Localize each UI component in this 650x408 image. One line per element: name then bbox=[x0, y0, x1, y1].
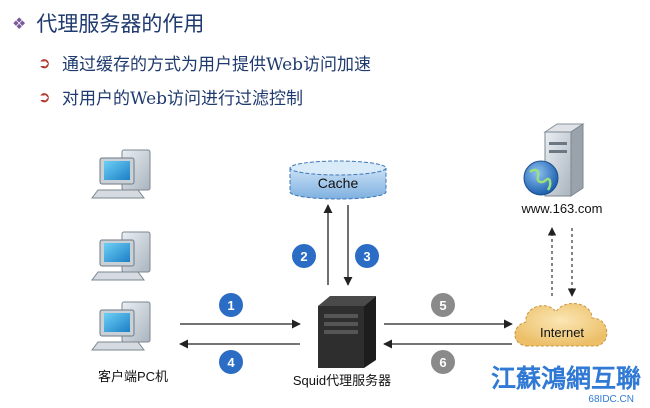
arrow-bullet-icon: ➲ bbox=[38, 87, 51, 106]
svg-text:68IDC.CN: 68IDC.CN bbox=[588, 394, 634, 405]
bullet-item: ➲ 通过缓存的方式为用户提供Web访问加速 bbox=[38, 50, 372, 76]
svg-text:2: 2 bbox=[300, 249, 307, 264]
svg-text:3: 3 bbox=[363, 249, 370, 264]
step-3-badge: 3 bbox=[355, 244, 379, 268]
bullet-text: 对用户的Web访问进行过滤控制 bbox=[62, 89, 304, 109]
diamond-bullet-icon: ❖ bbox=[12, 13, 27, 33]
svg-text:江蘇鴻網互聯: 江蘇鴻網互聯 bbox=[491, 364, 641, 393]
cache-label: Cache bbox=[318, 175, 359, 191]
client-label: 客户端PC机 bbox=[98, 369, 168, 384]
slide-title: 代理服务器的作用 bbox=[36, 12, 205, 36]
step-6-badge: 6 bbox=[431, 350, 455, 374]
client-pc-icon bbox=[91, 149, 151, 199]
internet-label: Internet bbox=[540, 325, 584, 340]
title-row: ❖ 代理服务器的作用 bbox=[12, 8, 204, 38]
svg-text:4: 4 bbox=[227, 355, 235, 370]
arrow-bullet-icon: ➲ bbox=[38, 53, 51, 72]
cache-cylinder-icon bbox=[289, 160, 387, 200]
web-server-label: www.163.com bbox=[521, 201, 603, 216]
internet-cloud-icon bbox=[514, 303, 608, 347]
bullet-item: ➲ 对用户的Web访问进行过滤控制 bbox=[38, 84, 304, 110]
watermark-logo: 江蘇鴻網互聯 68IDC.CN bbox=[491, 364, 641, 405]
client-pc-icon bbox=[91, 301, 151, 351]
proxy-label: Squid代理服务器 bbox=[293, 373, 391, 388]
proxy-server-icon bbox=[318, 296, 376, 368]
step-4-badge: 4 bbox=[219, 350, 243, 374]
client-pc-icon bbox=[91, 231, 151, 281]
bullet-text: 通过缓存的方式为用户提供Web访问加速 bbox=[62, 55, 372, 75]
svg-text:6: 6 bbox=[439, 355, 446, 370]
step-2-badge: 2 bbox=[292, 244, 316, 268]
web-server-icon bbox=[523, 123, 585, 197]
step-1-badge: 1 bbox=[219, 293, 243, 317]
step-5-badge: 5 bbox=[431, 293, 455, 317]
svg-text:1: 1 bbox=[227, 298, 234, 313]
svg-text:5: 5 bbox=[439, 298, 446, 313]
